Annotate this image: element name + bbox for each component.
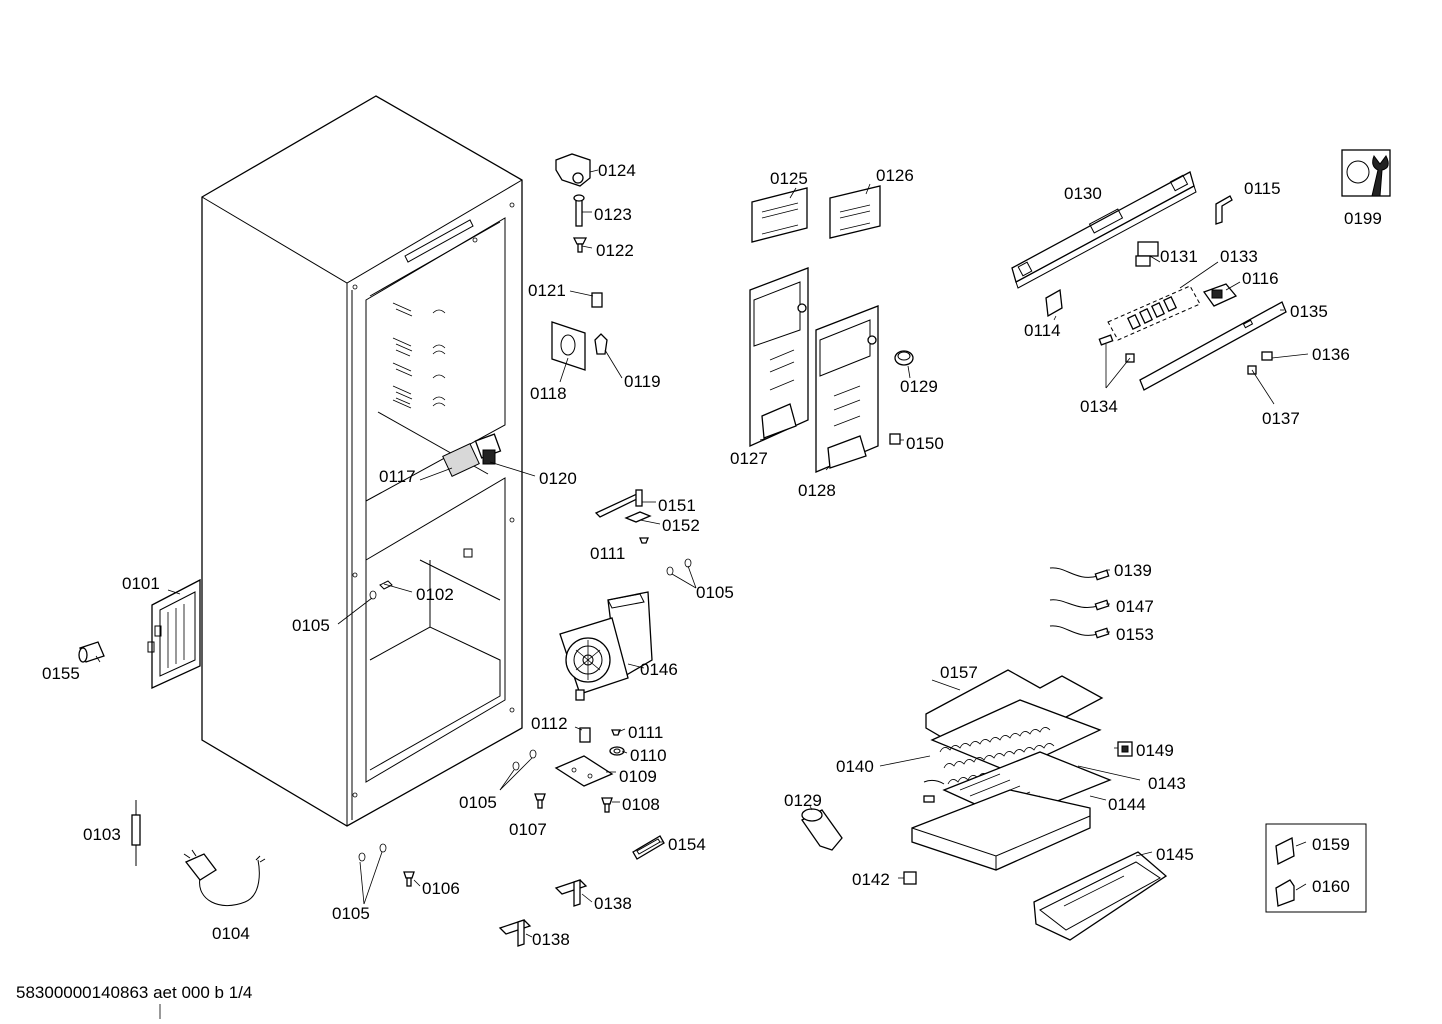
parts-covers-0125-0126 [751, 185, 881, 243]
label-part: 0114 [1024, 321, 1061, 340]
label-part: 0106 [422, 879, 460, 898]
label-part: 0104 [212, 924, 250, 943]
label-part: 0115 [1244, 179, 1281, 198]
label-part: 0145 [1156, 845, 1194, 864]
label-part: 0118 [530, 384, 567, 403]
label-part: 0136 [1312, 345, 1350, 364]
label-part: 0133 [1220, 247, 1258, 266]
parts-box-0159-0160 [1265, 823, 1367, 913]
label-part: 0112 [531, 714, 568, 733]
label-part: 0117 [379, 467, 416, 486]
label-part: 0128 [798, 481, 836, 500]
label-part: 0159 [1312, 835, 1350, 854]
parts-lower-small [403, 727, 665, 947]
label-part: 0153 [1116, 625, 1154, 644]
label-part: 0154 [668, 835, 706, 854]
label-part: 0125 [770, 169, 808, 188]
label-part: 0105 [332, 904, 370, 923]
label-part: 0119 [624, 372, 661, 391]
label-part: 0129 [784, 791, 822, 810]
parts-panels-0127-0128 [749, 267, 914, 473]
label-part: 0155 [42, 664, 80, 683]
label-part: 0146 [640, 660, 678, 679]
part-evaporator-assembly [801, 669, 1168, 941]
part-0103-sensor [131, 800, 141, 866]
label-part: 0135 [1290, 302, 1328, 321]
label-part: 0152 [662, 516, 700, 535]
label-part: 0105 [459, 793, 497, 812]
label-part: 0124 [598, 161, 636, 180]
label-part: 0109 [619, 767, 657, 786]
label-part: 0140 [836, 757, 874, 776]
label-part: 0151 [658, 496, 696, 515]
label-part: 0103 [83, 825, 121, 844]
wrench-icon [1341, 149, 1391, 197]
document-id-footer: 58300000140863 aet 000 b 1/4 [16, 983, 253, 1002]
label-part: 0107 [509, 820, 547, 839]
label-part: 0111 [628, 723, 664, 742]
label-part: 0138 [594, 894, 632, 913]
label-part: 0131 [1160, 247, 1198, 266]
label-part: 0105 [292, 616, 330, 635]
label-part: 0116 [1242, 269, 1279, 288]
label-part: 0105 [696, 583, 734, 602]
part-0146-fan-assembly [559, 591, 653, 701]
label-part: 0121 [528, 281, 566, 300]
label-part: 0129 [900, 377, 938, 396]
label-part: 0139 [1114, 561, 1152, 580]
leader-lines [95, 169, 1309, 1019]
parts-hinge-top [551, 153, 608, 371]
part-0104-power-cord [183, 849, 266, 907]
label-part: 0122 [596, 241, 634, 260]
label-part: 0120 [539, 469, 577, 488]
label-part: 0102 [416, 585, 454, 604]
label-part: 0150 [906, 434, 944, 453]
label-part: 0160 [1312, 877, 1350, 896]
label-part: 0101 [122, 574, 160, 593]
label-part: 0149 [1136, 741, 1174, 760]
part-0101-panel [147, 578, 201, 690]
label-part: 0130 [1064, 184, 1102, 203]
label-part: 0108 [622, 795, 660, 814]
label-part: 0134 [1080, 397, 1118, 416]
label-part: 0110 [630, 746, 667, 765]
label-part: 0127 [730, 449, 768, 468]
parts-bracket-0151 [594, 489, 652, 544]
label-part: 0199 [1344, 209, 1382, 228]
label-part: 0111 [590, 544, 626, 563]
parts-wires [1049, 567, 1110, 639]
label-part: 0138 [532, 930, 570, 949]
part-0130-control-rail [1011, 171, 1197, 289]
label-part: 0126 [876, 166, 914, 185]
label-part: 0142 [852, 870, 890, 889]
parts-controls-small [1045, 195, 1287, 391]
label-part: 0144 [1108, 795, 1146, 814]
label-part: 0157 [940, 663, 978, 682]
part-0155-cylinder [78, 641, 105, 663]
label-part: 0147 [1116, 597, 1154, 616]
label-part: 0137 [1262, 409, 1300, 428]
cabinet-body [201, 95, 523, 827]
label-part: 0123 [594, 205, 632, 224]
label-part: 0143 [1148, 774, 1186, 793]
